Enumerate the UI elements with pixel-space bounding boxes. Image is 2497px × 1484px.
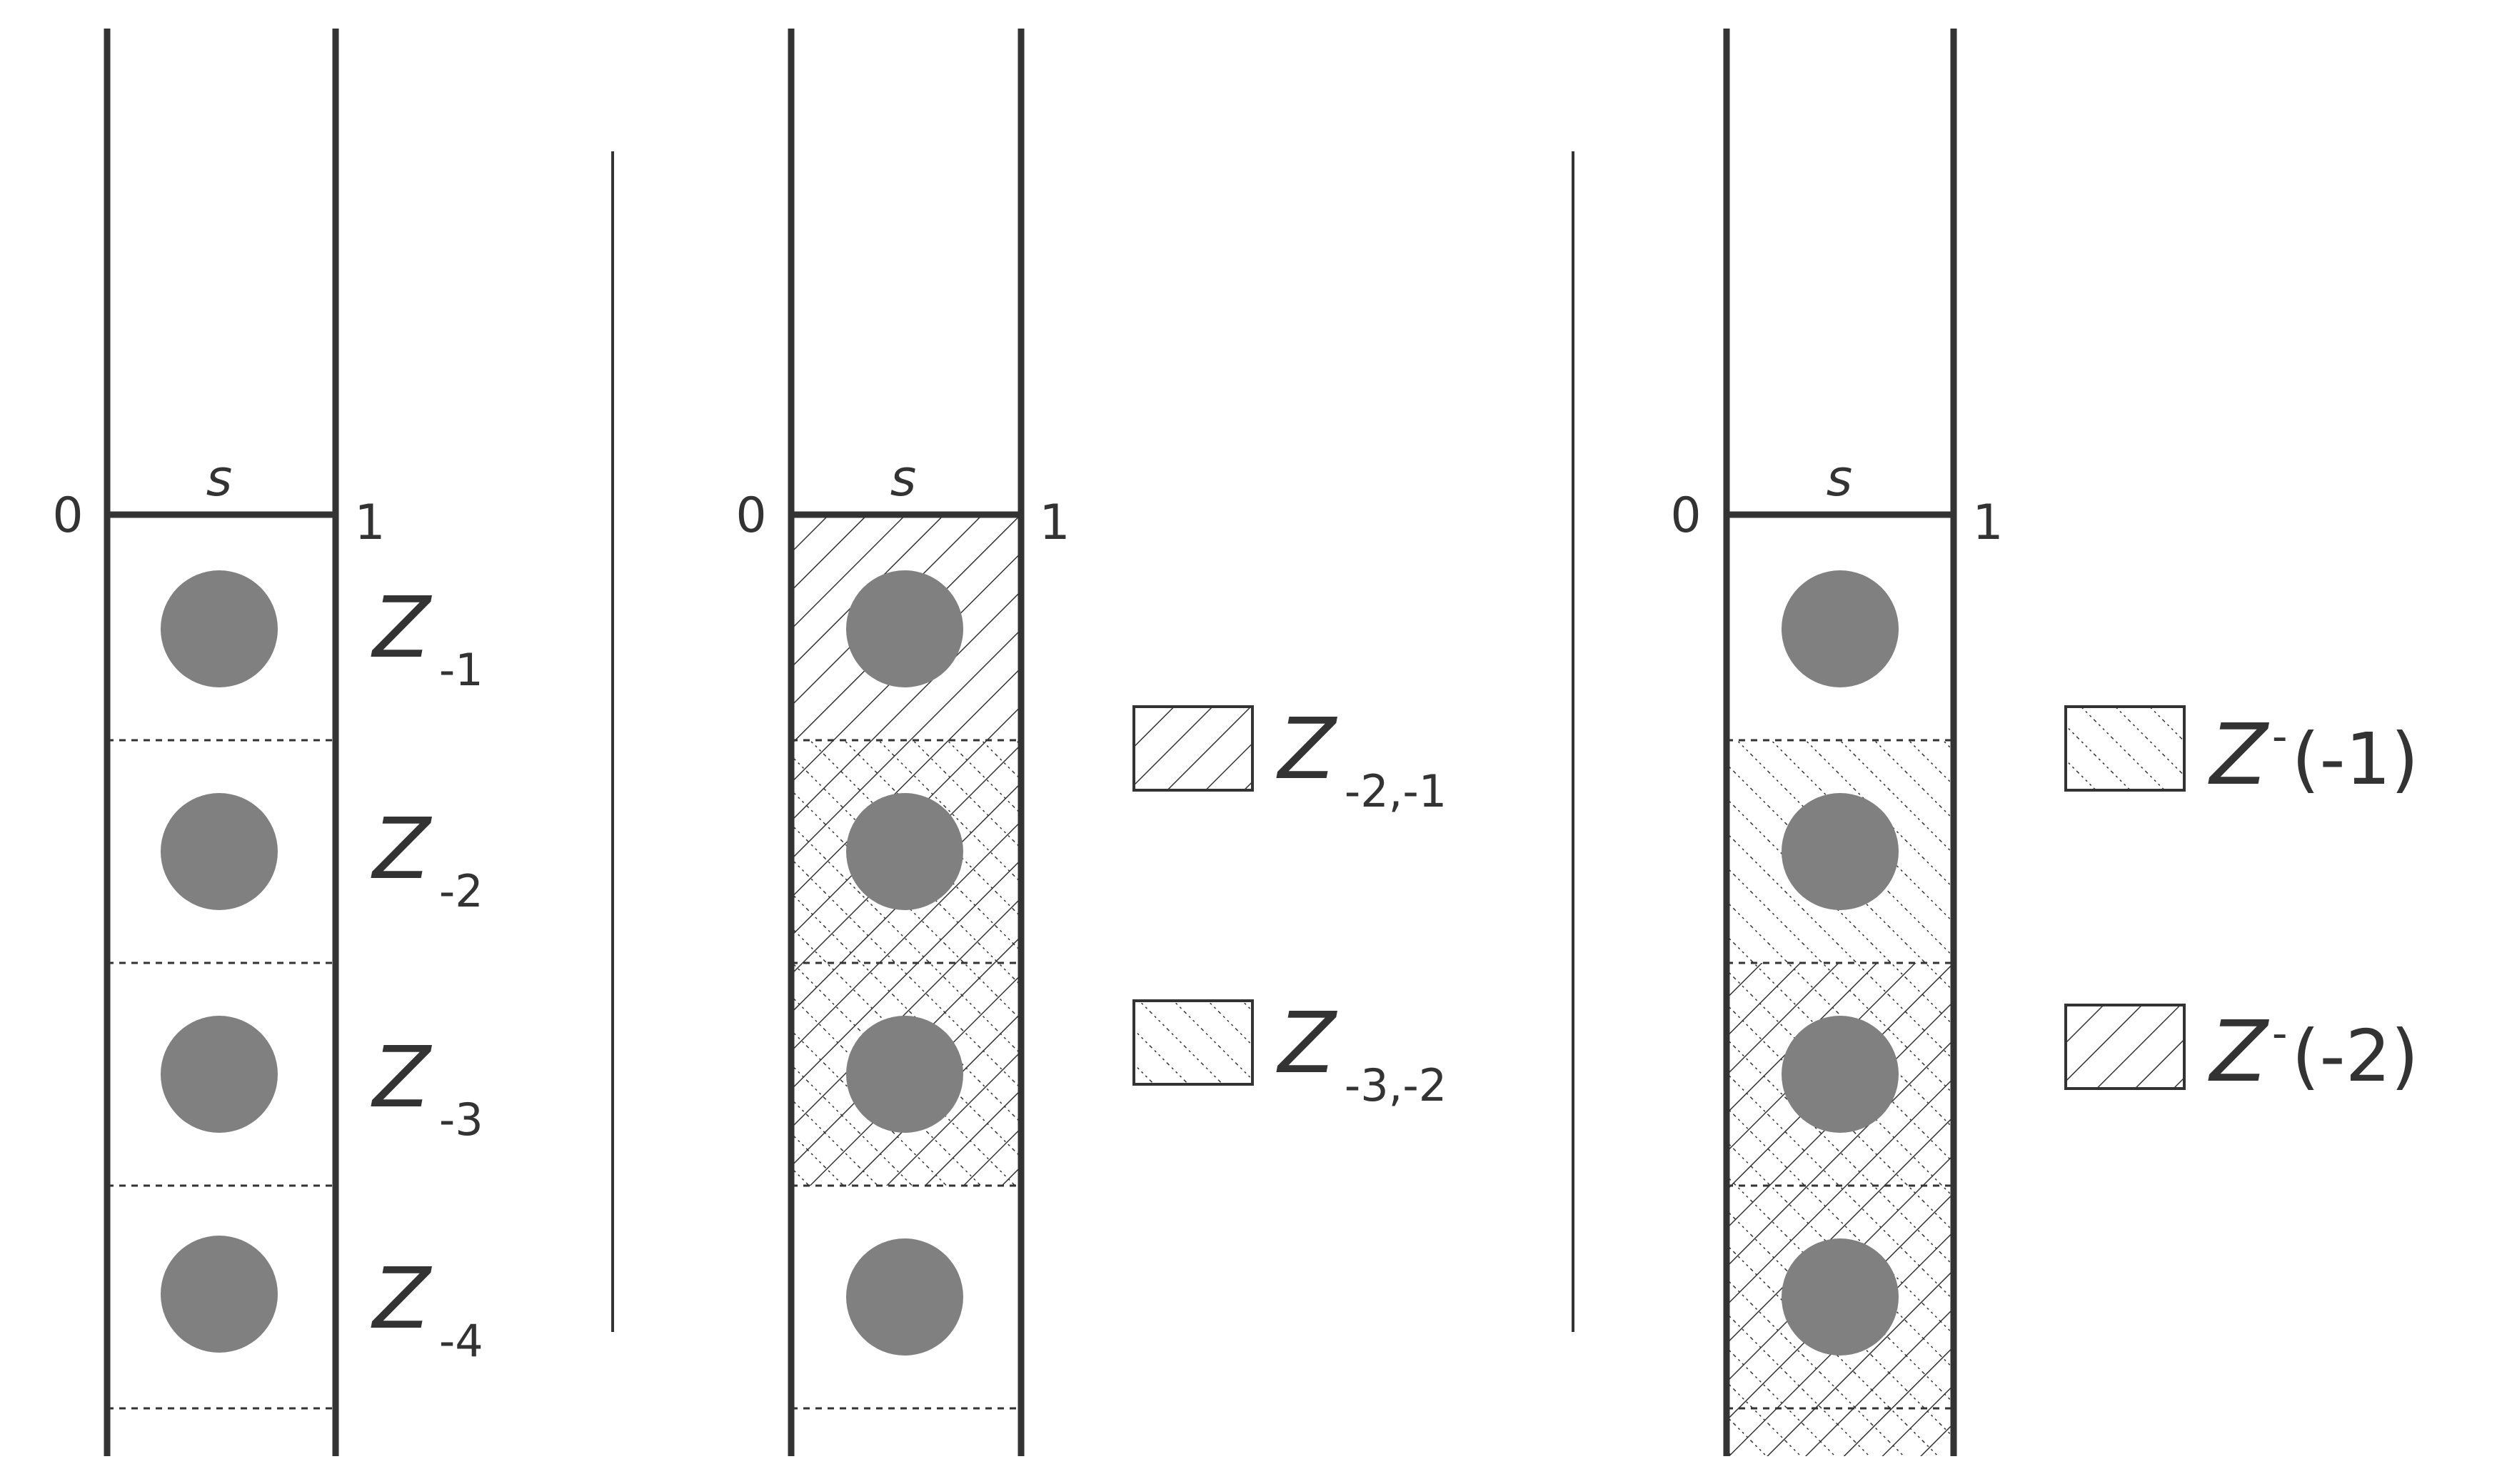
ball-3 <box>161 1016 278 1133</box>
top-label-s: s <box>1827 449 1852 508</box>
ball-1 <box>161 570 278 687</box>
ball-2 <box>1782 793 1899 910</box>
tick-1: 1 <box>1039 495 1070 551</box>
legend-label: Z-3,-2 <box>1276 994 1447 1111</box>
ball-4 <box>1782 1238 1899 1356</box>
ball-4 <box>161 1236 278 1353</box>
legend-swatch-forward-hatch <box>2064 1004 2186 1090</box>
legend-swatch-dotted-hatch <box>2064 705 2186 792</box>
legend-swatch-forward-hatch <box>1132 705 1254 792</box>
ball-1 <box>1782 570 1899 687</box>
legend-item-z-3-2: Z-3,-2 <box>1132 994 1447 1111</box>
ball-4 <box>846 1238 963 1356</box>
left-panel: s 0 1 Z-1 Z-2 Z-3 Z-4 <box>52 29 483 1456</box>
legend-label: Z-(-1) <box>2208 705 2418 804</box>
ball-1 <box>846 570 963 687</box>
ball-3 <box>846 1016 963 1133</box>
top-label-s: s <box>206 449 232 508</box>
cell-label-1: Z-1 <box>371 578 483 696</box>
cell-label-2: Z-2 <box>371 799 483 917</box>
cell-label-3: Z-3 <box>371 1028 483 1146</box>
cell-label-4: Z-4 <box>371 1249 483 1367</box>
middle-panel: s 0 1 Z-2,-1 Z-3,-2 <box>735 29 1447 1456</box>
ball-2 <box>161 793 278 910</box>
tick-0: 0 <box>1670 488 1701 544</box>
tick-1: 1 <box>354 495 385 551</box>
legend-swatch-dotted-hatch <box>1132 999 1254 1086</box>
legend-item-z-minus-2: Z-(-2) <box>2064 1002 2418 1101</box>
top-label-s: s <box>890 449 916 508</box>
ball-2 <box>846 793 963 910</box>
legend-label: Z-(-2) <box>2208 1002 2418 1101</box>
right-panel: s 0 1 Z-(-1) Z-(-2) <box>1670 29 2418 1456</box>
legend-item-z-2-1: Z-2,-1 <box>1132 700 1447 817</box>
tick-0: 0 <box>735 488 766 544</box>
tick-1: 1 <box>1972 495 2003 551</box>
ball-3 <box>1782 1016 1899 1133</box>
tick-0: 0 <box>52 488 83 544</box>
legend-label: Z-2,-1 <box>1276 700 1447 817</box>
legend-item-z-minus-1: Z-(-1) <box>2064 705 2418 804</box>
